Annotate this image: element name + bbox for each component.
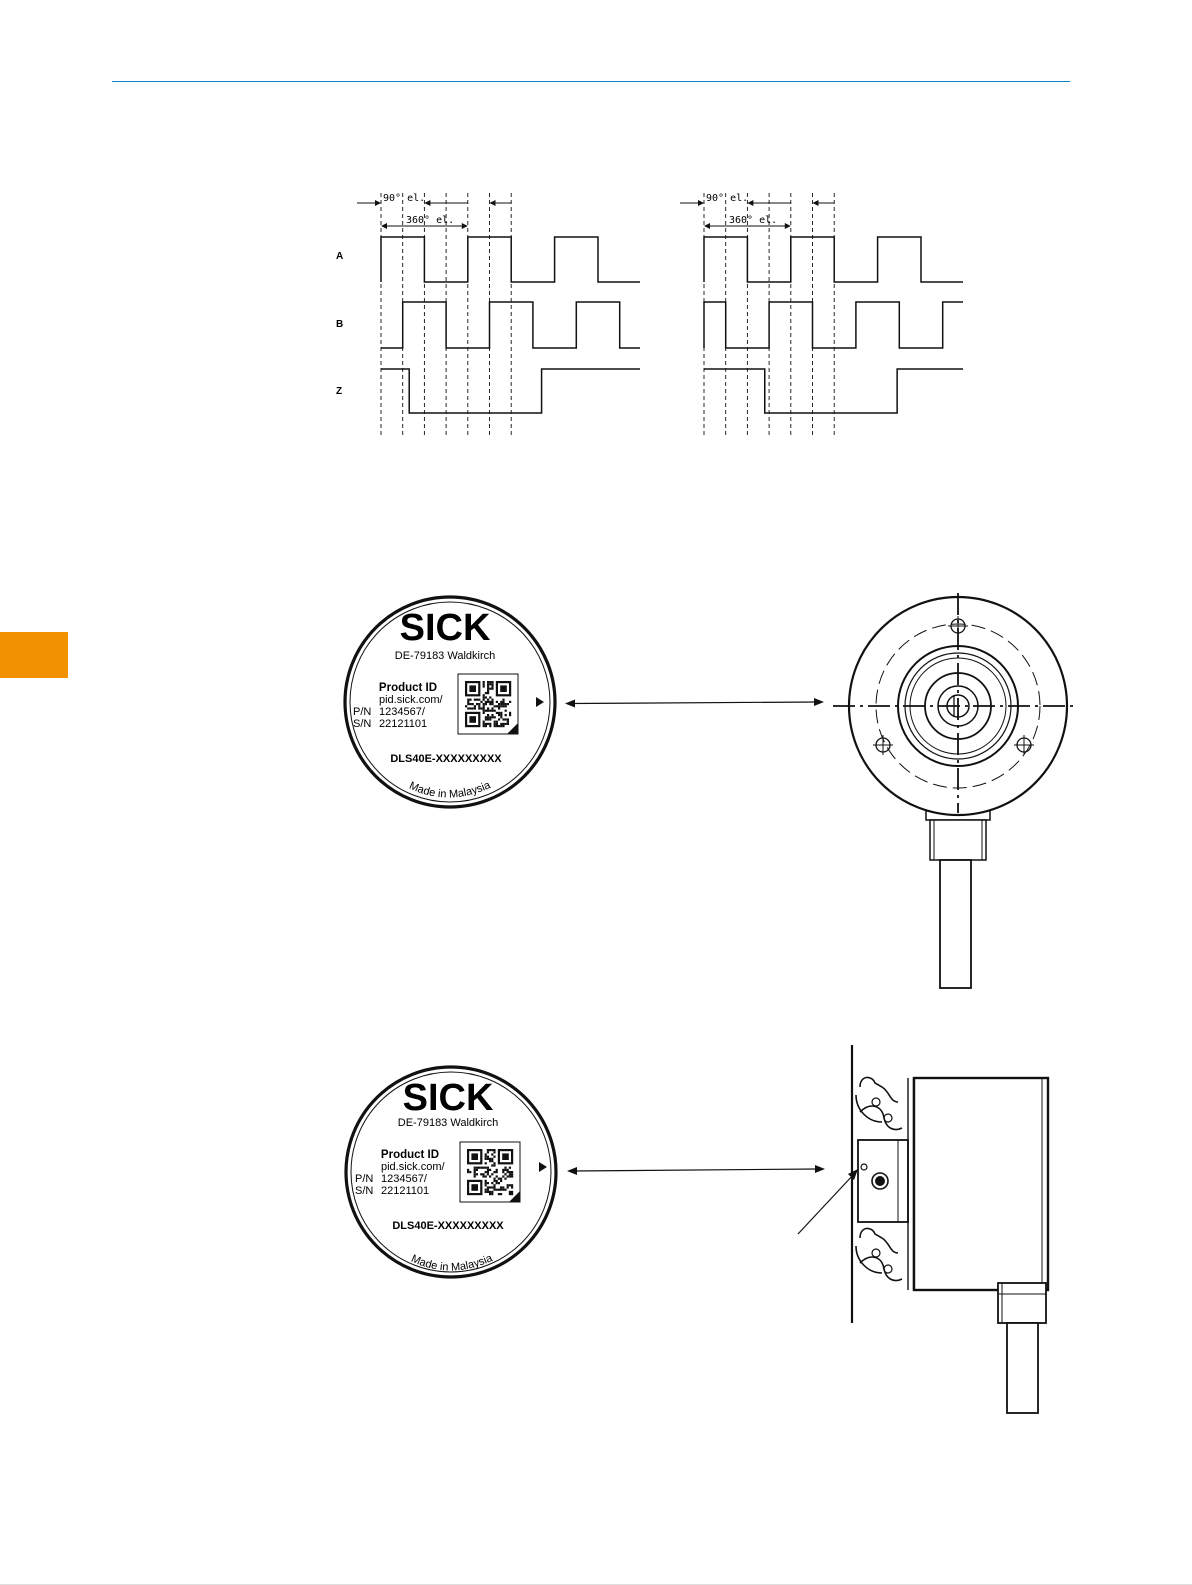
label-origin: Made in Malaysia (409, 1252, 495, 1274)
label-sn-key: S/N (355, 1185, 373, 1197)
dim-arrowhead-icon (747, 200, 753, 206)
dim-arrowhead-icon (381, 223, 387, 229)
signal-a-wave (381, 237, 640, 282)
dim-arrowhead-icon (813, 200, 819, 206)
clamp-bracket-bottom (856, 1228, 902, 1280)
label-address: DE-79183 Waldkirch (395, 650, 495, 662)
label-pn-key: P/N (355, 1173, 373, 1185)
clamp-bracket-top (856, 1077, 902, 1129)
dim-90-label: 90° el. (706, 193, 748, 204)
dim-360-label: 360° el. (406, 215, 454, 226)
label-pn-key: P/N (353, 706, 371, 718)
chapter-tab (0, 632, 68, 678)
label-sn-value: 22121101 (381, 1185, 429, 1197)
timing-diagram-cw: A B Z 90° el. 360° el. (336, 193, 640, 437)
pointer-arrow-icon (536, 697, 544, 707)
pointer-arrow-icon (539, 1162, 547, 1172)
channel-label-z: Z (336, 386, 342, 397)
label-model: DLS40E-XXXXXXXXX (392, 1220, 504, 1232)
label-sn-value: 22121101 (379, 718, 427, 730)
qr-code-icon (458, 674, 518, 734)
dim-arrowhead-icon (704, 223, 710, 229)
device-label-graphic: SICK DE-79183 Waldkirch Product ID pid.s… (346, 1067, 556, 1277)
dim-arrowhead-icon (375, 200, 381, 206)
sick-logo: SICK (403, 1077, 494, 1119)
sick-logo: SICK (400, 607, 491, 649)
label-url: pid.sick.com/ (379, 694, 444, 706)
dim-arrowhead-icon (785, 223, 791, 229)
label-address: DE-79183 Waldkirch (398, 1117, 498, 1129)
label-model: DLS40E-XXXXXXXXX (390, 753, 502, 765)
encoder-side-view (790, 1040, 1060, 1420)
label-product-id: Product ID (381, 1149, 439, 1161)
label-sn-key: S/N (353, 718, 371, 730)
dim-360-label: 360° el. (729, 215, 777, 226)
product-label-1: SICK DE-79183 Waldkirch Product ID pid.s… (340, 590, 560, 820)
timing-diagram-ccw: 90° el. 360° el. (680, 193, 963, 437)
encoder-front-view (838, 588, 1078, 998)
dim-arrowhead-icon (698, 200, 704, 206)
signal-z-wave (704, 369, 963, 413)
dim-arrowhead-icon (424, 200, 430, 206)
product-label-2: SICK DE-79183 Waldkirch Product ID pid.s… (340, 1060, 560, 1290)
signal-b-wave (381, 302, 640, 348)
dim-arrowhead-icon (490, 200, 496, 206)
signal-z-wave (381, 369, 640, 413)
dim-90-label: 90° el. (383, 193, 425, 204)
qr-code-icon (460, 1142, 520, 1202)
dim-arrowhead-icon (462, 223, 468, 229)
leader-arrow-1 (565, 695, 830, 715)
label-product-id: Product ID (379, 682, 437, 694)
signal-timing-diagrams: A B Z 90° el. 360° el. 90° el. 360° el. (0, 0, 1192, 450)
signal-b-wave (704, 302, 963, 348)
channel-label-a: A (336, 251, 343, 262)
mounting-hole-icon (948, 616, 968, 636)
device-label-graphic: SICK DE-79183 Waldkirch Product ID pid.s… (345, 597, 555, 807)
label-pn-value: 1234567/ (381, 1173, 428, 1185)
signal-a-wave (704, 237, 963, 282)
channel-label-b: B (336, 319, 343, 330)
mounting-hole-icon (1014, 735, 1034, 755)
label-pn-value: 1234567/ (379, 706, 426, 718)
label-url: pid.sick.com/ (381, 1161, 446, 1173)
